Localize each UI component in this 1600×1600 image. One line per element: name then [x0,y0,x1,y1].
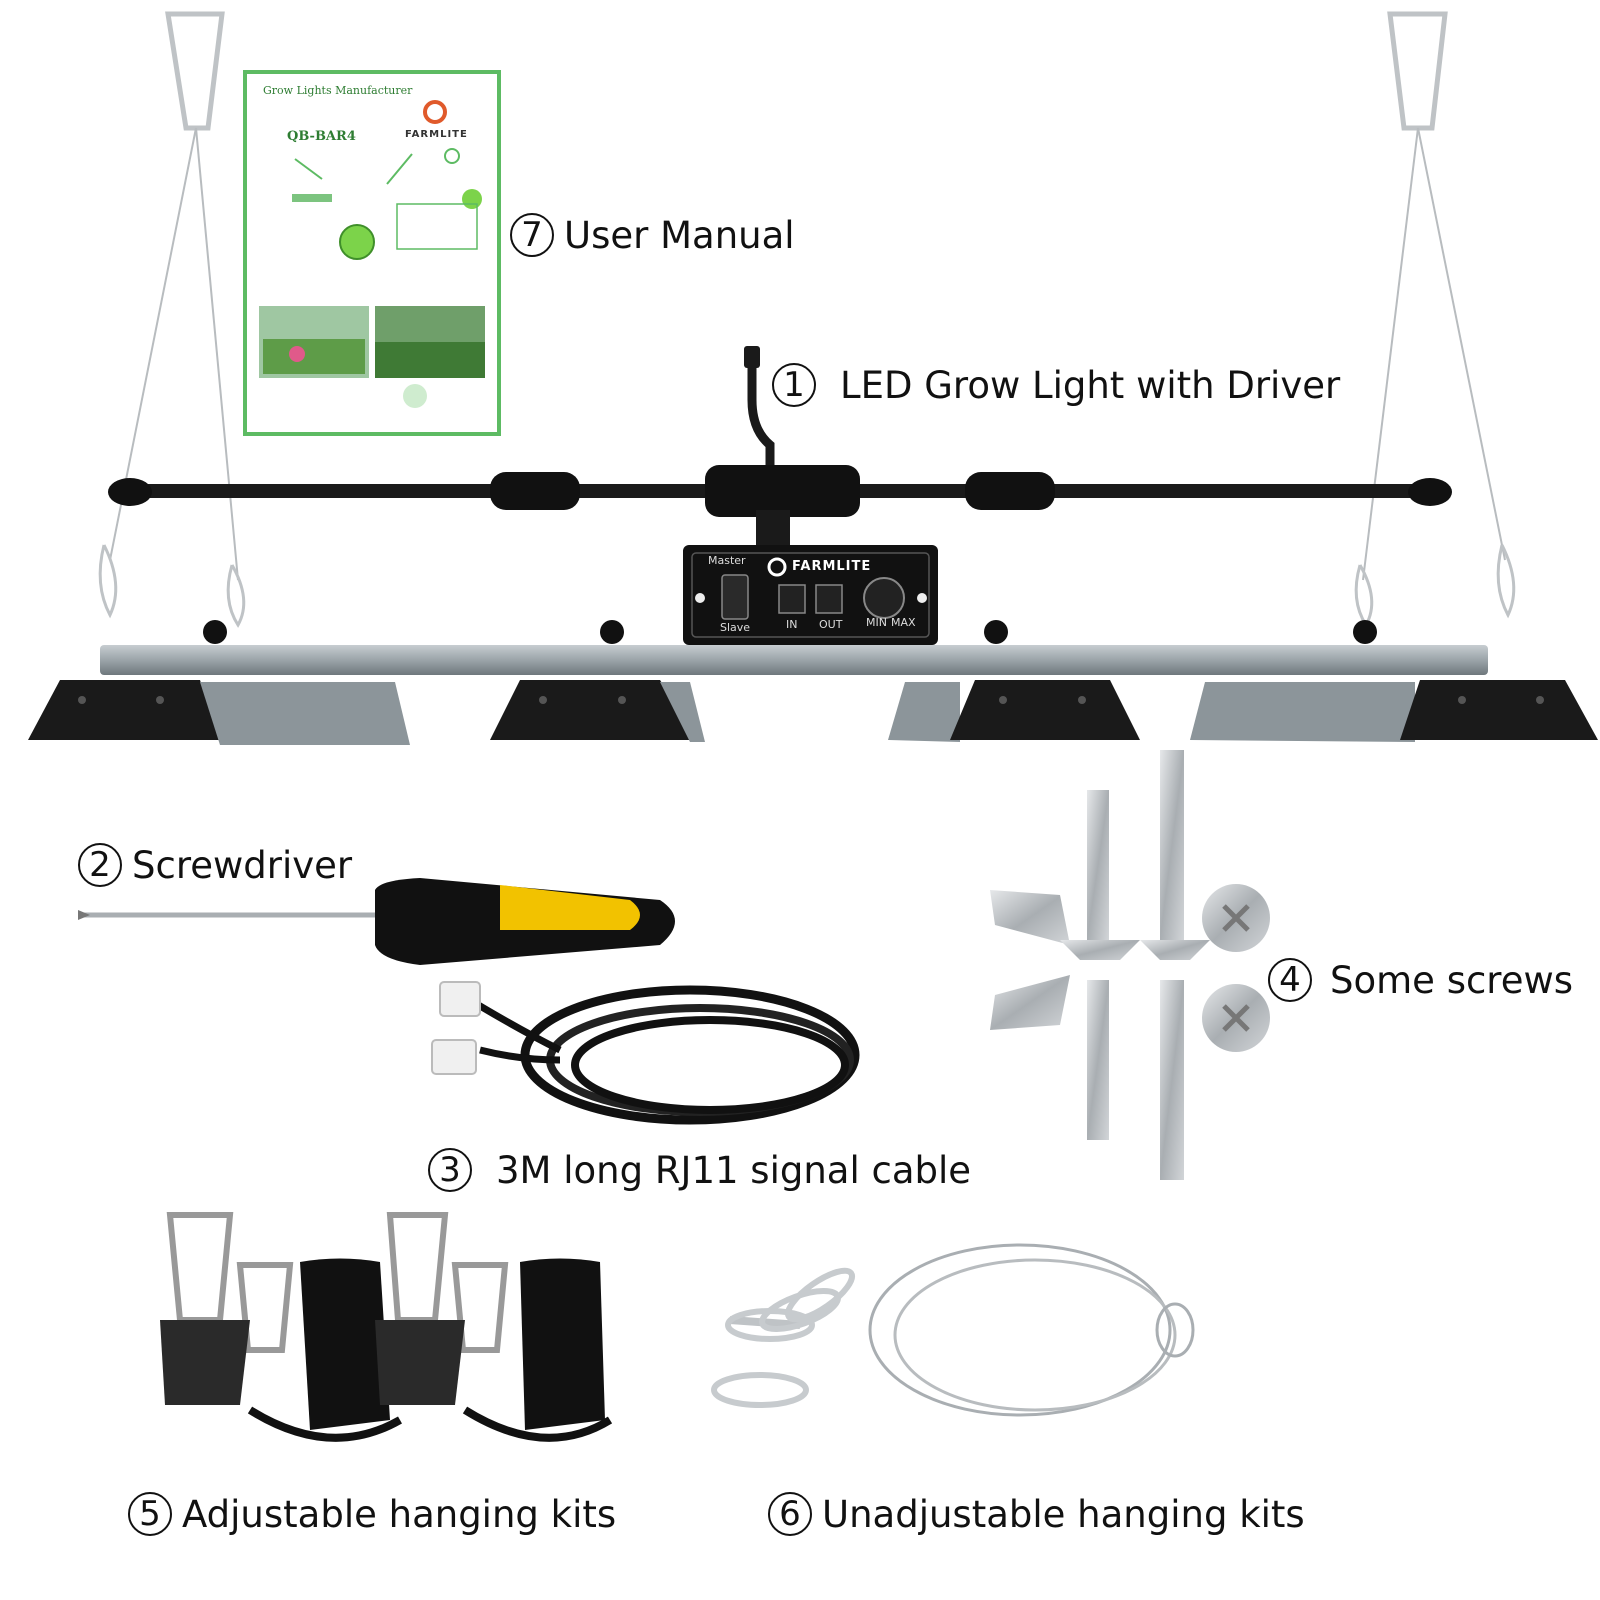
label-text: Screwdriver [132,843,353,887]
driver-max-label: MAX [891,616,916,629]
driver-out-label: OUT [819,618,843,631]
number-badge: 7 [510,213,554,257]
label-unadjustable-hanging-kits: 6 Unadjustable hanging kits [768,1492,1305,1536]
label-led-grow-light: 1 LED Grow Light with Driver [772,363,1340,407]
manual-model: QB-BAR4 [287,129,356,144]
number-badge: 6 [768,1492,812,1536]
label-text: 3M long RJ11 signal cable [496,1148,972,1192]
label-text: Unadjustable hanging kits [822,1492,1305,1536]
screws-icon [990,750,1270,1180]
driver-min-label: MIN [866,616,887,629]
manual-brand: FARMLITE [405,129,468,140]
label-text: LED Grow Light with Driver [840,363,1341,407]
unadjustable-hanging-kit-icon [711,1243,1195,1417]
driver-brand-label: FARMLITE [792,559,872,574]
driver-master-label: Master [708,554,746,567]
driver-in-label: IN [786,618,798,631]
led-grow-light-icon [28,346,1598,745]
number-badge: 4 [1268,958,1312,1002]
label-text: User Manual [564,213,795,257]
label-adjustable-hanging-kits: 5 Adjustable hanging kits [128,1492,616,1536]
label-text: Some screws [1330,958,1574,1002]
screwdriver-icon [78,878,675,965]
label-rj11-cable: 3 3M long RJ11 signal cable [428,1148,971,1192]
label-user-manual: 7 User Manual [510,213,795,257]
user-manual-icon: Grow Lights Manufacturer QB-BAR4 FARMLIT… [243,70,501,436]
driver-box-icon [683,545,938,645]
number-badge: 3 [428,1148,472,1192]
manual-header: Grow Lights Manufacturer [263,84,413,97]
top-left-carabiner-icon [98,11,246,628]
top-right-carabiner-icon [1354,11,1516,628]
label-text: Adjustable hanging kits [182,1492,617,1536]
rj11-cable-icon [431,981,860,1125]
number-badge: 2 [78,843,122,887]
driver-slave-label: Slave [720,621,751,634]
label-screwdriver: 2 Screwdriver [78,843,352,887]
adjustable-hanging-kit-icon [160,1212,613,1442]
manual-graphics [259,100,485,408]
number-badge: 5 [128,1492,172,1536]
number-badge: 1 [772,363,816,407]
label-screws: 4 Some screws [1268,958,1573,1002]
